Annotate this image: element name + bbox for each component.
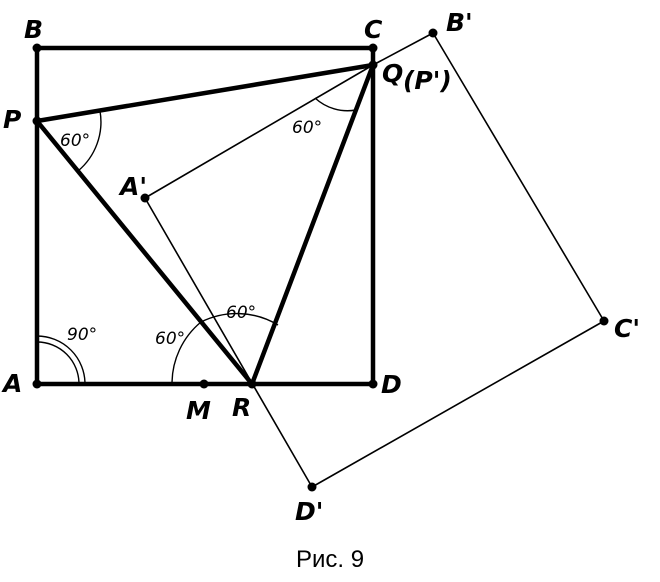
segment-a-prime-q (144, 64, 374, 199)
point-d (368, 379, 378, 389)
point-r (247, 379, 257, 389)
point-p (32, 116, 42, 126)
point-m (199, 379, 209, 389)
angle-arc-r-left (171, 321, 202, 385)
segment-b-prime-c-prime (432, 32, 605, 322)
point-c-prime (599, 316, 609, 326)
label-b: B (24, 15, 43, 44)
label-p: P (3, 105, 21, 134)
angle-label-r-right: 60° (226, 303, 256, 323)
segment-d-prime-a-prime (144, 197, 313, 488)
angle-label-r-left: 60° (155, 329, 185, 349)
label-a-prime: A' (118, 172, 147, 201)
point-d-prime (307, 482, 317, 492)
segment-qr (249, 62, 376, 387)
label-d: D (381, 370, 402, 399)
label-a: A (1, 369, 22, 398)
segment-pq (34, 62, 376, 124)
angle-arc-r-right (200, 312, 279, 326)
point-b (32, 43, 42, 53)
label-r: R (232, 393, 251, 422)
point-c (368, 43, 378, 53)
label-c-prime: C' (614, 314, 640, 343)
angle-arc-a-inner (36, 341, 80, 385)
angle-arc-a-outer (36, 335, 86, 385)
figure-caption: Рис. 9 (296, 546, 364, 573)
label-m: M (186, 396, 211, 425)
point-b-prime (428, 28, 438, 38)
label-b-prime: B' (446, 8, 473, 37)
segment-q-b-prime (372, 32, 434, 66)
angle-label-q: 60° (292, 118, 322, 138)
label-q: Q (382, 59, 403, 88)
point-q (368, 60, 378, 70)
point-a (32, 379, 42, 389)
segment-pr (34, 118, 255, 387)
label-p-prime: (P') (403, 66, 452, 95)
label-d-prime: D' (295, 497, 323, 526)
angle-label-a: 90° (67, 325, 97, 345)
angle-arc-p (77, 110, 102, 172)
angle-label-p: 60° (60, 131, 90, 151)
label-c: C (364, 15, 383, 44)
angle-arc-q (314, 97, 357, 112)
point-a-prime (140, 193, 150, 203)
segment-c-prime-d-prime (311, 320, 605, 488)
